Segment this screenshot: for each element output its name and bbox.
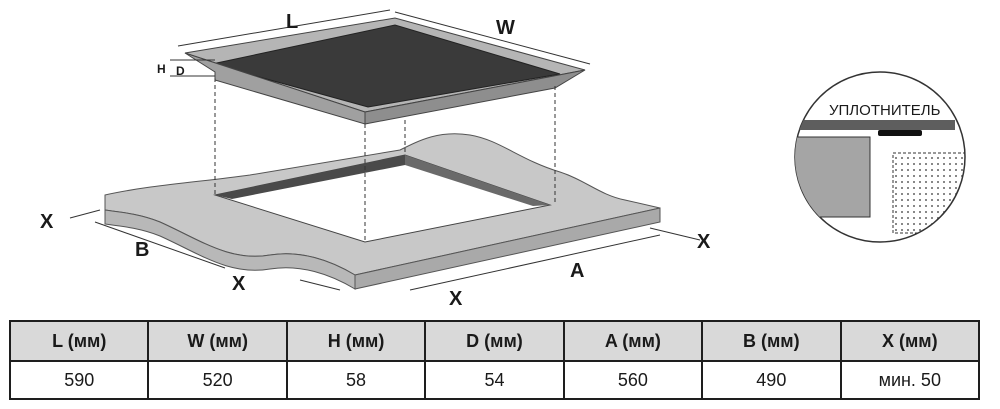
label-B: B bbox=[135, 239, 149, 261]
label-X-bottom-center: X bbox=[449, 288, 463, 310]
label-L: L bbox=[286, 11, 298, 33]
value-B: 490 bbox=[701, 360, 842, 400]
header-A: A (мм) bbox=[562, 320, 704, 362]
countertop bbox=[104, 133, 661, 290]
value-L: 590 bbox=[8, 360, 150, 400]
header-L: L (мм) bbox=[8, 320, 150, 362]
value-H: 58 bbox=[285, 360, 427, 400]
table-row: 590 520 58 54 560 490 мин. 50 bbox=[8, 360, 981, 400]
label-W: W bbox=[496, 17, 515, 39]
table-header-row: L (мм) W (мм) H (мм) D (мм) A (мм) B (мм… bbox=[8, 320, 981, 362]
seal-detail: УПЛОТНИТЕЛЬ bbox=[794, 71, 966, 243]
value-W: 520 bbox=[147, 360, 288, 400]
label-A: A bbox=[570, 260, 584, 282]
header-X: X (мм) bbox=[839, 320, 981, 362]
header-D: D (мм) bbox=[424, 320, 565, 362]
dimension-lines bbox=[69, 9, 701, 291]
label-H: H bbox=[157, 62, 166, 76]
value-X: мин. 50 bbox=[839, 360, 981, 400]
dimensions-table: L (мм) W (мм) H (мм) D (мм) A (мм) B (мм… bbox=[8, 320, 981, 400]
value-A: 560 bbox=[562, 360, 704, 400]
label-X-left: X bbox=[40, 211, 54, 233]
installation-diagram: L W H D X B X X A X УПЛОТНИТЕЛЬ bbox=[40, 9, 966, 310]
hob bbox=[184, 17, 586, 125]
header-H: H (мм) bbox=[285, 320, 427, 362]
seal-label: УПЛОТНИТЕЛЬ bbox=[829, 102, 941, 119]
projection-lines bbox=[214, 78, 556, 242]
header-W: W (мм) bbox=[147, 320, 288, 362]
value-D: 54 bbox=[424, 360, 565, 400]
header-B: B (мм) bbox=[701, 320, 842, 362]
label-D: D bbox=[176, 64, 185, 78]
label-X-right: X bbox=[697, 231, 711, 253]
label-X-bottom-left: X bbox=[232, 273, 246, 295]
